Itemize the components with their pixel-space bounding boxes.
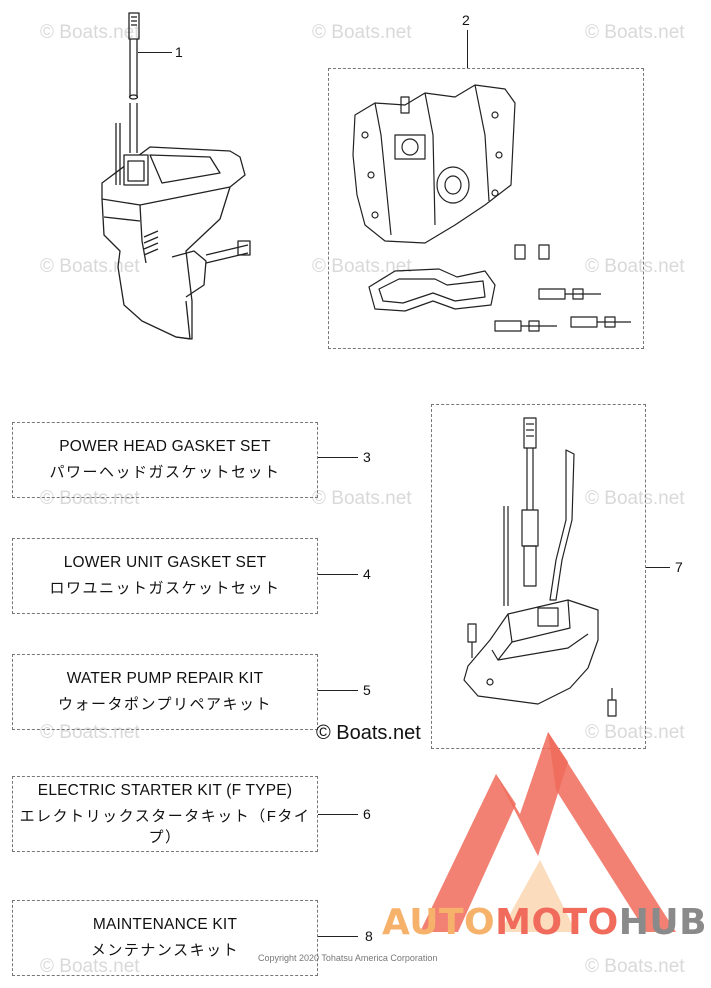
lower-unit-illustration (101, 12, 251, 340)
leader-line-2 (467, 30, 468, 68)
kit-name-en: MAINTENANCE KIT (92, 916, 238, 933)
callout-8: 8 (365, 928, 373, 944)
copyright-text: Copyright 2020 Tohatsu America Corporati… (258, 953, 438, 963)
kit-name-jp: パワーヘッドガスケットセット (49, 464, 281, 481)
logo-text-auto: AUTO (382, 902, 496, 943)
watermark: © Boats.net (312, 22, 412, 43)
watermark: © Boats.net (585, 956, 685, 977)
kit-name-jp: ウォータポンプリペアキット (57, 696, 273, 713)
kit-name-jp: ロワユニットガスケットセット (49, 580, 281, 597)
automotohub-logo: AUTOMOTOHUB (382, 902, 707, 943)
logo-text-hub: HUB (618, 902, 708, 943)
lower-unit-parts-frame (431, 404, 646, 749)
watermark: © Boats.net (585, 22, 685, 43)
automotohub-logo-icon (420, 732, 676, 932)
lower-unit-parts-illustration (463, 417, 617, 717)
boats-net-stamp: © Boats.net (316, 722, 421, 744)
kit-power-head-gasket-set: POWER HEAD GASKET SET パワーヘッドガスケットセット (12, 422, 318, 498)
watermark: © Boats.net (40, 256, 140, 277)
kit-water-pump-repair-kit: WATER PUMP REPAIR KIT ウォータポンプリペアキット (12, 654, 318, 730)
power-head-illustration (352, 84, 631, 332)
watermark: © Boats.net (312, 256, 412, 277)
kit-name-en: WATER PUMP REPAIR KIT (66, 670, 264, 687)
leader-line-6 (318, 814, 358, 815)
watermark: © Boats.net (585, 722, 685, 743)
leader-line-8 (318, 936, 358, 937)
callout-1: 1 (175, 44, 183, 60)
watermark: © Boats.net (585, 256, 685, 277)
kit-electric-starter-kit: ELECTRIC STARTER KIT (F TYPE) エレクトリックスター… (12, 776, 318, 852)
kit-name-jp: メンテナンスキット (90, 942, 240, 959)
power-head-frame (328, 68, 644, 349)
kit-name-en: LOWER UNIT GASKET SET (63, 554, 267, 571)
callout-5: 5 (363, 682, 371, 698)
callout-4: 4 (363, 566, 371, 582)
callout-3: 3 (363, 449, 371, 465)
leader-line-1 (138, 52, 172, 53)
leader-line-3 (318, 457, 358, 458)
kit-name-jp: エレクトリックスタータキット（Fタイプ） (19, 807, 311, 846)
kit-lower-unit-gasket-set: LOWER UNIT GASKET SET ロワユニットガスケットセット (12, 538, 318, 614)
kit-maintenance-kit: MAINTENANCE KIT メンテナンスキット (12, 900, 318, 976)
leader-line-4 (318, 574, 358, 575)
watermark: © Boats.net (312, 488, 412, 509)
logo-text-moto: MOTO (495, 902, 619, 943)
callout-7: 7 (675, 559, 683, 575)
watermark: © Boats.net (585, 488, 685, 509)
leader-line-7 (646, 567, 670, 568)
kit-name-en: POWER HEAD GASKET SET (59, 438, 271, 455)
leader-line-5 (318, 690, 358, 691)
watermark: © Boats.net (40, 722, 140, 743)
callout-6: 6 (363, 806, 371, 822)
watermark: © Boats.net (40, 488, 140, 509)
watermark: © Boats.net (40, 956, 140, 977)
watermark: © Boats.net (40, 22, 140, 43)
callout-2: 2 (462, 12, 470, 28)
kit-name-en: ELECTRIC STARTER KIT (F TYPE) (37, 781, 293, 799)
